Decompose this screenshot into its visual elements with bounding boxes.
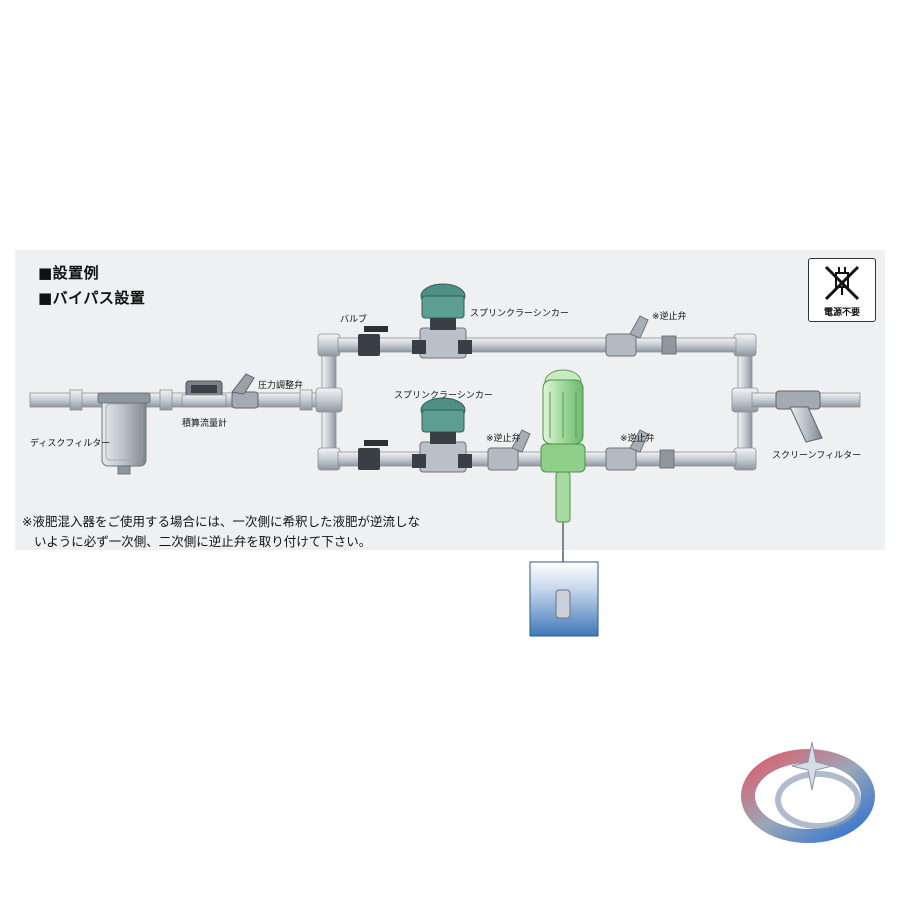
label-check-valve-bottom-right: ※逆止弁 [620, 434, 655, 444]
label-sprinkler-sinker-top: スプリンクラーシンカー [470, 309, 569, 319]
check-valve-bottom-right [605, 429, 675, 471]
no-power-required-badge: 電源不要 [808, 258, 876, 322]
elbow [317, 333, 341, 357]
ball-valve-top [358, 326, 388, 356]
flow-meter [181, 380, 227, 408]
heading-bypass-installation: ■バイパス設置 [38, 289, 146, 307]
note-line-1: ※液肥混入器をご使用する場合には、一次側に希釈した液肥が逆流しな [22, 514, 420, 529]
tee [315, 387, 343, 413]
ball-valve-bottom [358, 440, 388, 470]
check-valve-bottom-left [487, 429, 531, 471]
fertilizer-tank [529, 561, 599, 637]
no-power-plug-icon [824, 265, 860, 301]
bottom-branch-pipe [337, 451, 737, 467]
label-sprinkler-sinker-bottom: スプリンクラーシンカー [394, 391, 493, 401]
elbow [317, 447, 341, 471]
sprinkler-sinker-top [412, 283, 472, 359]
label-check-valve-top: ※逆止弁 [652, 312, 687, 322]
screen-filter [775, 390, 823, 443]
disc-filter [97, 392, 151, 475]
label-valve: バルブ [340, 315, 368, 325]
label-disc-filter: ディスクフィルター [30, 439, 111, 449]
note-line-2: いように必ず一次側、二次側に逆止弁を取り付けて下さい。 [34, 534, 372, 549]
check-valve-top [605, 315, 677, 357]
pressure-regulator-valve [231, 373, 259, 409]
label-pressure-regulator: 圧力調整弁 [258, 381, 304, 391]
elbow [733, 447, 757, 471]
no-power-label: 電源不要 [823, 308, 860, 318]
label-check-valve-bottom-left: ※逆止弁 [486, 434, 521, 444]
pipe-joint [159, 389, 173, 411]
fertilizer-injector [540, 369, 586, 590]
elbow [733, 333, 757, 357]
label-screen-filter: スクリーンフィルター [772, 451, 862, 461]
pipe-joint [299, 389, 313, 411]
label-flow-meter: 積算流量計 [182, 419, 228, 429]
sprinkler-sinker-bottom [412, 397, 472, 473]
star-orbit-logo [741, 741, 875, 843]
heading-installation-example: ■設置例 [38, 264, 100, 282]
pipe-joint [69, 389, 83, 411]
